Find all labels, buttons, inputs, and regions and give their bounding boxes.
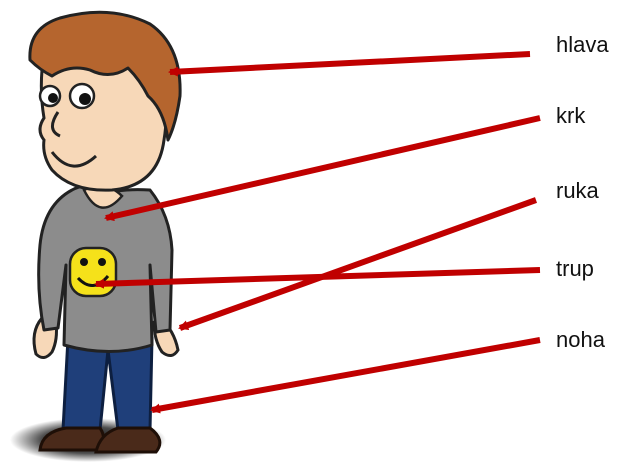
arrow-ruka	[180, 200, 536, 328]
label-neck: krk	[556, 105, 585, 127]
label-head: hlava	[556, 34, 609, 56]
shoes	[40, 428, 160, 452]
label-leg: noha	[556, 329, 605, 351]
label-arm: ruka	[556, 180, 599, 202]
smiley-icon	[70, 248, 116, 296]
cartoon-boy-icon	[10, 12, 180, 462]
arrow-noha	[152, 340, 540, 410]
arrow-hlava	[170, 54, 530, 72]
label-torso: trup	[556, 258, 594, 280]
head	[30, 12, 180, 190]
